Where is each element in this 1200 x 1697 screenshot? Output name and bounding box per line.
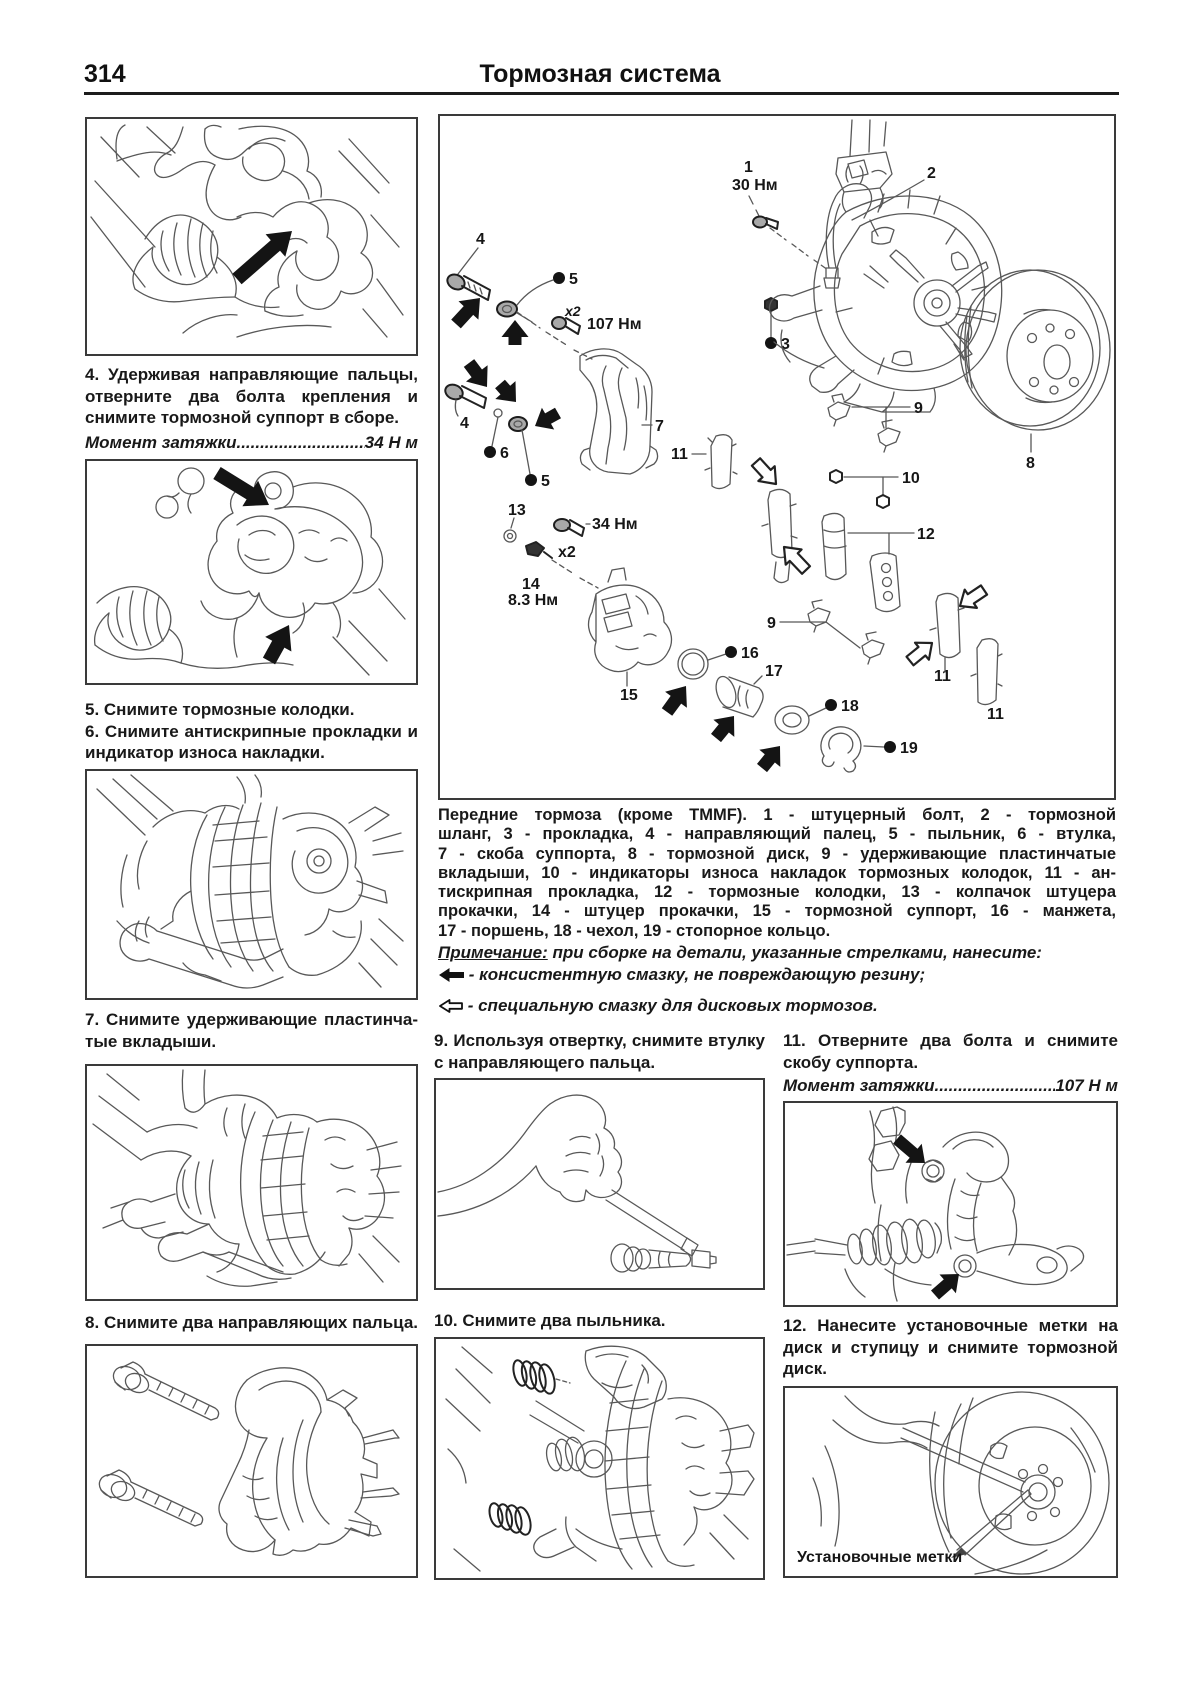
svg-text:10: 10 xyxy=(902,470,920,487)
svg-text:11: 11 xyxy=(671,446,688,463)
svg-text:5: 5 xyxy=(569,271,578,288)
svg-text:8: 8 xyxy=(1026,455,1035,472)
svg-text:11: 11 xyxy=(987,706,1004,723)
svg-text:19: 19 xyxy=(900,740,918,757)
svg-text:13: 13 xyxy=(508,502,526,519)
svg-text:9: 9 xyxy=(914,400,923,417)
svg-text:x2: x2 xyxy=(564,303,581,319)
svg-text:8.3 Нм: 8.3 Нм xyxy=(508,592,558,609)
svg-text:18: 18 xyxy=(841,698,859,715)
svg-text:5: 5 xyxy=(541,473,550,490)
svg-text:6: 6 xyxy=(500,445,509,462)
svg-text:34 Нм: 34 Нм xyxy=(592,516,638,533)
svg-text:16: 16 xyxy=(741,645,759,662)
svg-text:2: 2 xyxy=(927,165,936,182)
svg-text:30 Нм: 30 Нм xyxy=(732,177,778,194)
svg-text:17: 17 xyxy=(765,663,783,680)
svg-text:107 Нм: 107 Нм xyxy=(587,316,642,333)
svg-text:3: 3 xyxy=(781,336,790,353)
svg-text:Установочные метки: Установочные метки xyxy=(797,1549,962,1566)
svg-text:12: 12 xyxy=(917,526,935,543)
svg-text:11: 11 xyxy=(934,668,951,685)
svg-text:15: 15 xyxy=(620,687,638,704)
svg-text:14: 14 xyxy=(522,576,540,593)
svg-text:7: 7 xyxy=(655,418,664,435)
svg-text:x2: x2 xyxy=(558,544,576,561)
svg-text:9: 9 xyxy=(767,615,776,632)
svg-text:1: 1 xyxy=(744,159,753,176)
svg-text:4: 4 xyxy=(460,415,469,432)
svg-text:4: 4 xyxy=(476,231,485,248)
